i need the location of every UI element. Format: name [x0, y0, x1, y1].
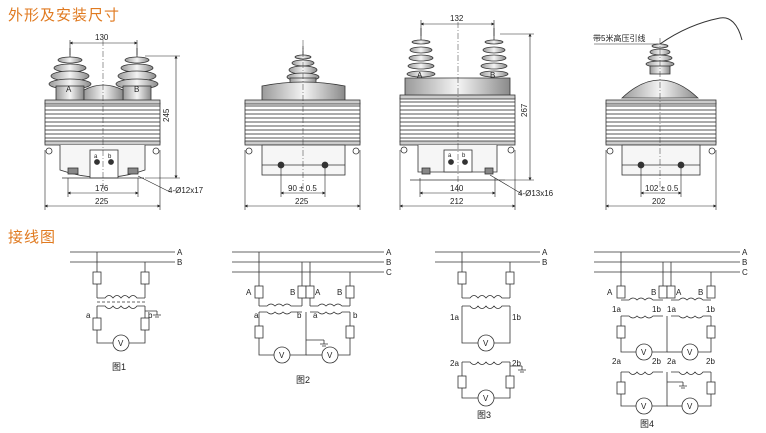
dim-225-side: 225 — [295, 197, 309, 206]
voltmeter-label: V — [118, 339, 124, 348]
fig1-caption: 图1 — [112, 362, 126, 372]
bushing-b — [115, 48, 159, 103]
fig2-caption: 图2 — [296, 375, 310, 385]
dim-202: 202 — [652, 197, 666, 206]
bushing-a — [48, 48, 92, 103]
svg-text:b: b — [353, 311, 358, 320]
view-3-dimensions — [399, 20, 534, 210]
svg-text:b: b — [148, 311, 153, 320]
hole-spec: 4-Ø12x17 — [168, 186, 204, 195]
dim-90: 90 ± 0.5 — [288, 184, 317, 193]
dim-225: 225 — [95, 197, 109, 206]
svg-text:C: C — [386, 268, 392, 277]
svg-text:a: a — [313, 311, 318, 320]
svg-text:b: b — [462, 153, 466, 159]
terminal-plate — [443, 149, 473, 173]
view-3-labels: A B 132 267 140 212 4-Ø13x16 a b — [417, 14, 554, 206]
svg-text:V: V — [327, 351, 333, 360]
svg-text:B: B — [177, 258, 182, 267]
dim-212: 212 — [450, 197, 464, 206]
view-1-dimensions — [44, 40, 180, 210]
svg-text:A: A — [676, 288, 682, 297]
svg-text:1a: 1a — [612, 305, 621, 314]
dim-102: 102 ± 0.5 — [645, 184, 679, 193]
view-2-labels: 90 ± 0.5 225 — [288, 184, 317, 206]
view-2-dimensions — [244, 150, 361, 210]
svg-text:B: B — [386, 258, 391, 267]
svg-text:A: A — [315, 288, 321, 297]
svg-text:B: B — [742, 258, 747, 267]
svg-text:A: A — [417, 71, 423, 80]
svg-text:B: B — [698, 288, 703, 297]
svg-text:B: B — [337, 288, 342, 297]
svg-text:V: V — [687, 348, 693, 357]
svg-text:1a: 1a — [450, 313, 459, 322]
svg-text:a: a — [254, 311, 259, 320]
svg-text:b: b — [297, 311, 302, 320]
svg-text:A: A — [386, 248, 392, 257]
core-fins — [605, 102, 717, 144]
view-1-double-bushing-front — [44, 40, 161, 192]
view-4-single-bushing-with-cable — [605, 17, 743, 192]
svg-text:V: V — [483, 394, 489, 403]
svg-text:V: V — [483, 339, 489, 348]
dim-130: 130 — [95, 33, 109, 42]
view-2-double-bushing-side — [244, 40, 361, 192]
view-3-double-bushing-front — [399, 22, 516, 192]
svg-text:1b: 1b — [706, 305, 715, 314]
svg-text:1b: 1b — [652, 305, 661, 314]
svg-text:a: a — [94, 154, 98, 160]
dim-176: 176 — [95, 184, 109, 193]
view-4-labels: 带5米高压引线 102 ± 0.5 202 — [593, 33, 679, 206]
wiring-diagrams — [70, 251, 740, 415]
svg-text:2b: 2b — [512, 359, 521, 368]
wiring-labels: A B A B C A B A B C a b V 图1 A B A B a b… — [86, 248, 748, 429]
view-1-labels: A B 130 245 176 225 4-Ø12x17 a b — [66, 33, 204, 206]
svg-text:a: a — [448, 153, 452, 159]
svg-text:B: B — [542, 258, 547, 267]
svg-text:V: V — [641, 402, 647, 411]
terminal-a-label: A — [66, 85, 72, 94]
svg-text:2b: 2b — [652, 357, 661, 366]
svg-text:a: a — [86, 311, 91, 320]
terminal-b-label: B — [134, 85, 139, 94]
core-fins — [399, 97, 516, 143]
dim-132: 132 — [450, 14, 464, 23]
core-fins — [244, 102, 361, 144]
svg-text:2a: 2a — [450, 359, 459, 368]
view-4-dimensions — [594, 43, 717, 210]
svg-text:V: V — [279, 351, 285, 360]
svg-text:B: B — [490, 71, 495, 80]
svg-text:V: V — [641, 348, 647, 357]
svg-text:b: b — [108, 154, 112, 160]
svg-text:2a: 2a — [667, 357, 676, 366]
dimensions-section-title: 外形及安装尺寸 — [8, 6, 121, 24]
svg-text:V: V — [687, 402, 693, 411]
svg-text:C: C — [742, 268, 748, 277]
cable-note: 带5米高压引线 — [593, 33, 645, 43]
svg-text:A: A — [607, 288, 613, 297]
terminal-plate — [89, 149, 119, 179]
fig4-caption: 图4 — [640, 419, 654, 429]
svg-text:1b: 1b — [512, 313, 521, 322]
hole-spec: 4-Ø13x16 — [518, 189, 554, 198]
svg-text:1a: 1a — [667, 305, 676, 314]
svg-text:A: A — [177, 248, 183, 257]
dim-140: 140 — [450, 184, 464, 193]
core-fins — [44, 102, 161, 144]
svg-text:B: B — [290, 288, 295, 297]
svg-text:2a: 2a — [612, 357, 621, 366]
svg-text:A: A — [742, 248, 748, 257]
fig3-caption: 图3 — [477, 410, 491, 420]
wiring-section-title: 接线图 — [8, 228, 57, 246]
svg-text:A: A — [246, 288, 252, 297]
dim-267: 267 — [520, 103, 529, 117]
svg-text:A: A — [542, 248, 548, 257]
svg-text:B: B — [651, 288, 656, 297]
dim-245: 245 — [162, 108, 171, 122]
svg-text:2b: 2b — [706, 357, 715, 366]
